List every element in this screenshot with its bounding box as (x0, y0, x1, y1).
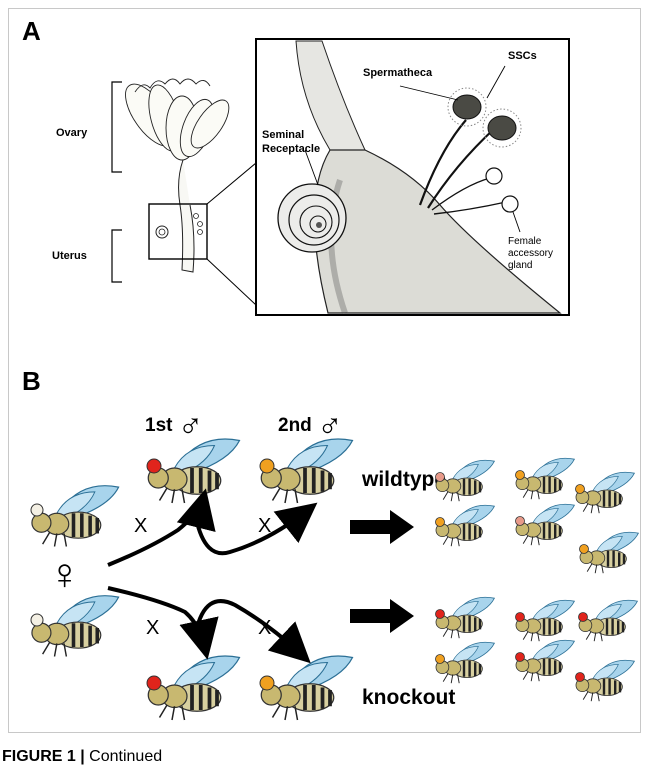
block-arrow-knockout (350, 599, 414, 633)
block-arrow-wildtype (350, 510, 414, 544)
male-fly-2nd-wildtype (260, 439, 353, 503)
arrow-ko-2 (196, 601, 302, 655)
arrow-wt-1 (108, 500, 203, 565)
figure-caption-text: Continued (85, 748, 162, 765)
female-fly-top (31, 486, 119, 547)
male-fly-1st-knockout (147, 656, 240, 720)
arrow-ko-1 (108, 588, 205, 648)
male-fly-2nd-knockout (260, 656, 353, 720)
arrow-wt-2 (196, 510, 308, 553)
offspring-knockout (436, 597, 638, 701)
male-fly-1st-wildtype (147, 439, 240, 503)
figure-caption-label: FIGURE 1 | (2, 748, 85, 765)
offspring-wildtype (436, 458, 639, 573)
figure-caption: FIGURE 1 | Continued (2, 748, 162, 766)
female-fly-bottom (31, 596, 119, 657)
